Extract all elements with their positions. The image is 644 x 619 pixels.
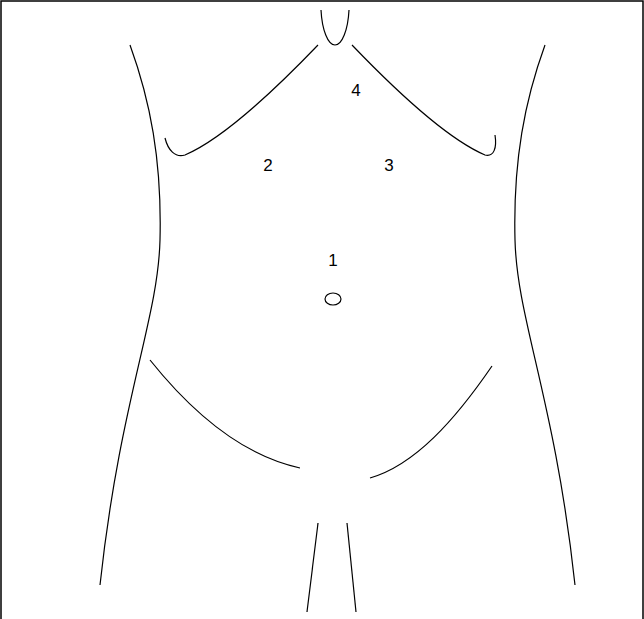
left-inguinal-line (150, 360, 300, 468)
callout-number: 3 (384, 157, 393, 174)
left-flank (100, 45, 160, 585)
right-inguinal-line (370, 366, 492, 478)
callout-number: 1 (328, 252, 337, 269)
left-costal-margin (165, 45, 318, 156)
right-thigh-line (347, 523, 356, 612)
callout-number: 2 (263, 157, 272, 174)
callout-number: 4 (351, 82, 360, 99)
navel (325, 293, 341, 305)
right-flank (515, 45, 575, 585)
left-thigh-line (307, 523, 318, 612)
sternal-notch (321, 10, 349, 45)
right-costal-margin (352, 45, 496, 155)
